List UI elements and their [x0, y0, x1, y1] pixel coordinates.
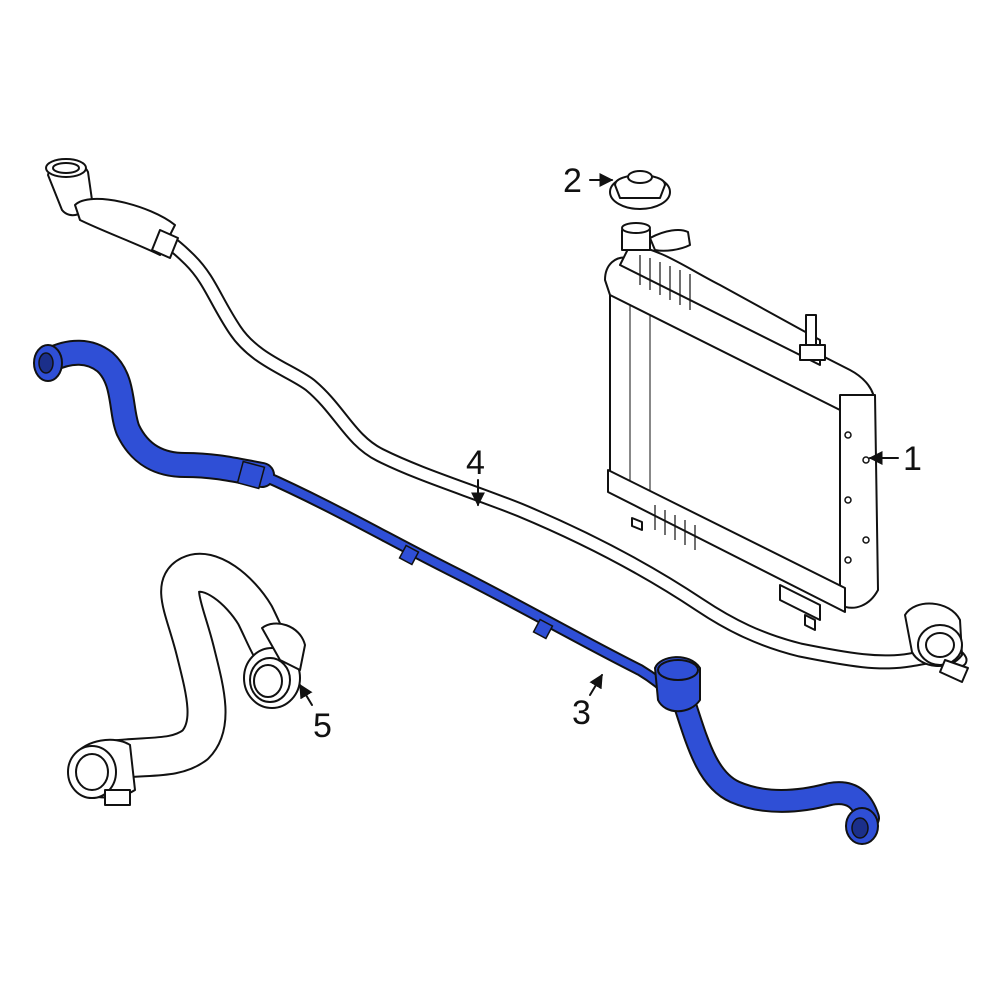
callout-5-label: 5 [313, 707, 332, 745]
callout-3-label: 3 [572, 694, 591, 732]
radiator-cap-mount[interactable] [609, 170, 671, 210]
callout-3: 3 [572, 673, 603, 732]
upper-coolant-pipe[interactable] [45, 158, 969, 683]
callout-1: 1 [868, 440, 922, 478]
callout-2-label: 2 [563, 162, 582, 200]
radiator[interactable] [604, 222, 879, 631]
callout-4-label: 4 [466, 444, 485, 482]
callout-4: 4 [466, 444, 485, 507]
lower-radiator-hose[interactable] [67, 552, 306, 806]
lower-pipe-fill [33, 341, 879, 845]
callout-2: 2 [563, 162, 614, 200]
callout-1-label: 1 [903, 440, 922, 478]
callout-5: 5 [299, 683, 332, 745]
